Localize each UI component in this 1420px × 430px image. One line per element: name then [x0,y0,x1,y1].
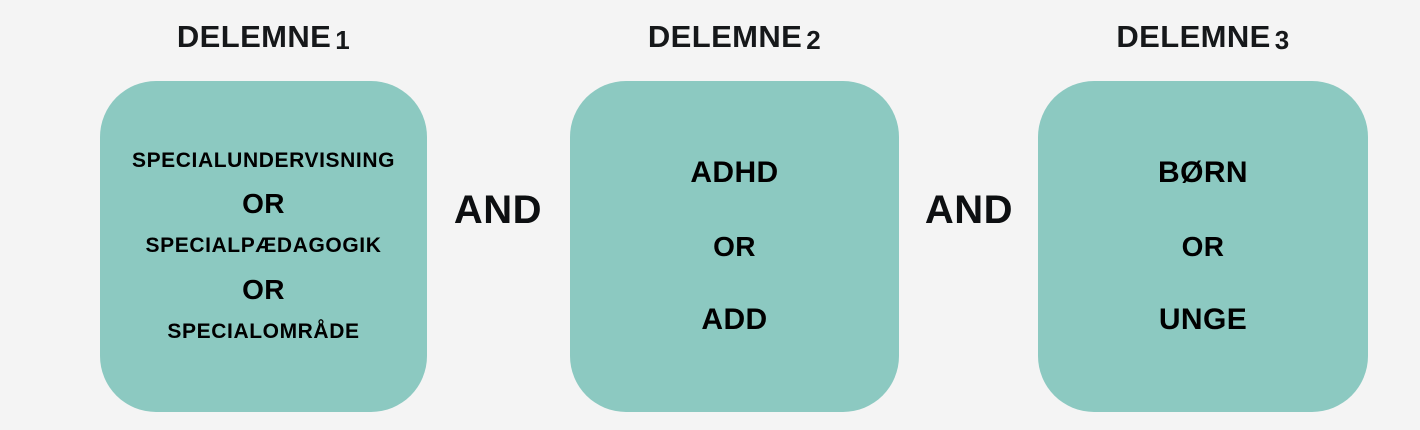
group-1-header-label: DELEMNE [176,19,332,54]
operator-or-3a: OR [1181,230,1225,262]
concept-box-2[interactable]: ADHD OR ADD [570,81,899,412]
concept-box-2-terms: ADHD OR ADD [690,157,778,335]
term-specialpaedagogik: SPECIALPÆDAGOGIK [145,234,382,258]
group-3-header-numeral: 3 [1274,25,1290,55]
concept-box-3[interactable]: BØRN OR UNGE [1038,81,1368,412]
term-add: ADD [701,303,768,337]
operator-or-1b: OR [242,273,285,305]
concept-box-3-terms: BØRN OR UNGE [1158,157,1248,335]
connector-and-1: AND [453,188,543,232]
term-specialundervisning: SPECIALUNDERVISNING [131,149,396,173]
group-2-header-label: DELEMNE [647,19,803,54]
term-unge: UNGE [1158,303,1248,337]
concept-box-1[interactable]: SPECIALUNDERVISNING OR SPECIALPÆDAGOGIK … [100,81,427,412]
concept-box-1-terms: SPECIALUNDERVISNING OR SPECIALPÆDAGOGIK … [131,149,396,343]
term-specialomraade: SPECIALOMRÅDE [167,319,360,343]
operator-or-2a: OR [713,230,756,262]
operator-or-1a: OR [242,188,285,220]
group-1-header-numeral: 1 [335,25,351,55]
term-adhd: ADHD [690,156,779,190]
group-2-header-numeral: 2 [806,25,822,55]
term-boern: BØRN [1158,156,1248,190]
connector-and-2: AND [924,188,1014,232]
group-3-header-label: DELEMNE [1116,19,1271,54]
